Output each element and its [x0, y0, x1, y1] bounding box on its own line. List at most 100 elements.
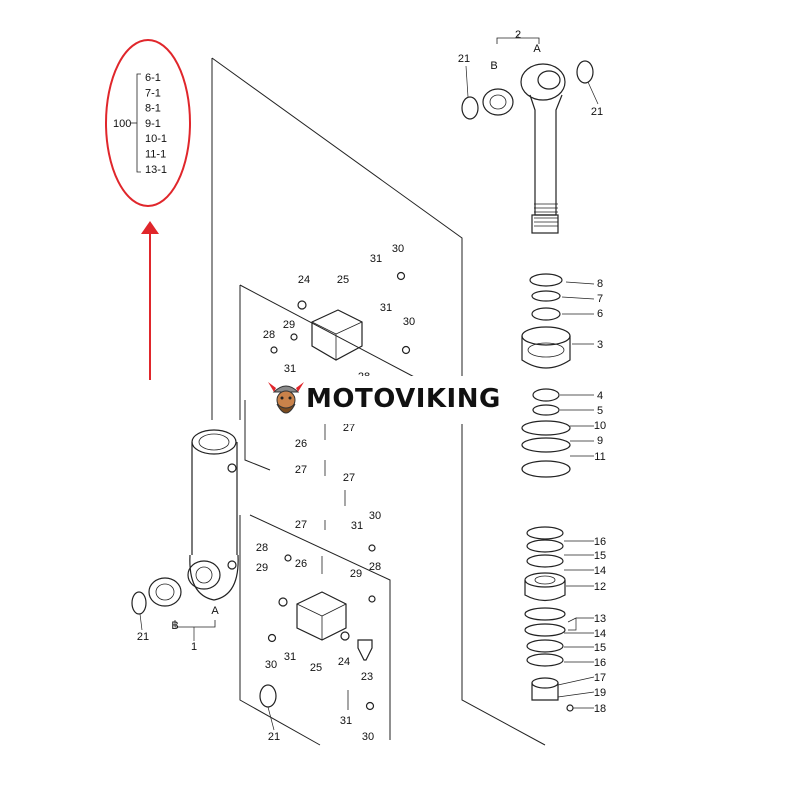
rod-eye-housing [520, 63, 566, 101]
part-callout: 21 [268, 731, 280, 743]
ring-7 [531, 290, 561, 302]
subframe-lower-right [249, 514, 391, 740]
seal-stack [521, 273, 577, 712]
part-callout: 7 [597, 293, 603, 305]
viking-mascot-icon [268, 382, 304, 414]
kit-item: 13-1 [145, 164, 167, 176]
ring-15-upper [526, 539, 564, 553]
lower-snap-ring-21 [259, 684, 277, 708]
kit-bracket [136, 73, 141, 173]
tube-port-upper [227, 463, 237, 473]
part-callout: A [533, 43, 541, 55]
part-callout: 29 [350, 568, 362, 580]
part-callout: 30 [403, 316, 415, 328]
kit-annotation: 100 6-17-18-19-110-111-113-1 [105, 39, 191, 380]
upper-screw-30-b [401, 345, 411, 355]
tube-top-bore [198, 433, 230, 451]
lower-block-body [296, 591, 347, 641]
tube-top [191, 429, 237, 455]
upper-block-body [311, 309, 363, 361]
kit-item: 11-1 [145, 149, 166, 161]
part-callout: 18 [594, 703, 606, 715]
ring-15-lower [526, 639, 564, 653]
part-callout: 16 [594, 657, 606, 669]
rod-thread [534, 203, 558, 227]
part-callout: 6 [597, 308, 603, 320]
part-callout: A [211, 605, 219, 617]
kit-code: 100 [113, 118, 131, 130]
leader-19 [557, 691, 595, 698]
part-callout: 21 [137, 631, 149, 643]
part-callout: 19 [594, 687, 606, 699]
part-callout: 30 [392, 243, 404, 255]
ring-13-a [524, 607, 566, 621]
upper-bolt-28 [270, 346, 278, 354]
lower-valve-block [259, 544, 376, 711]
callout-labels: 212BA21876345109111615141213141516171918… [137, 29, 606, 743]
lower-block-edge-b [321, 603, 347, 617]
rod-snap-ring-right [576, 60, 594, 84]
part-callout: 28 [369, 561, 381, 573]
part-callout: 14 [594, 565, 606, 577]
part-callout: 31 [370, 253, 382, 265]
part-callout: 11 [594, 451, 605, 463]
pins [321, 420, 349, 710]
part-callout: B [490, 60, 497, 72]
ring-11 [521, 460, 571, 478]
leader-7 [561, 296, 595, 300]
part-callout: 28 [256, 542, 268, 554]
rod-end [531, 214, 559, 234]
part-callout: 21 [458, 53, 470, 65]
part-callout: 3 [597, 339, 603, 351]
part-callout: 14 [594, 628, 606, 640]
lower-bolt-28-left [284, 554, 292, 562]
rod-shaft [529, 94, 563, 216]
assembly-frames [211, 57, 546, 746]
part-callout: 30 [369, 510, 381, 522]
rod-bushing-b-inner [489, 94, 507, 110]
watermark-banner [262, 376, 524, 424]
subframe-middle [244, 400, 271, 471]
kit-item: 9-1 [145, 118, 161, 130]
lower-plug-24-b [340, 631, 350, 641]
leader-lines [139, 65, 599, 731]
ring-6 [531, 307, 561, 321]
kit-item: 10-1 [145, 133, 167, 145]
part-callout: 26 [295, 438, 307, 450]
part-callout: 1 [191, 641, 197, 653]
upper-screw-30-a [396, 271, 406, 281]
kit-highlight-ellipse [105, 39, 191, 207]
cylinder-tube [131, 429, 239, 641]
kit-item: 8-1 [145, 103, 161, 115]
part-callout: 26 [295, 558, 307, 570]
lower-screw-30 [267, 633, 277, 643]
tube-eye-boss [187, 560, 221, 590]
ring-16-upper [526, 526, 564, 540]
tube-eye [189, 554, 239, 601]
frame-line-right [211, 57, 546, 746]
ring-10 [521, 420, 571, 436]
piston-body [524, 580, 566, 602]
kit-arrow-head [141, 221, 159, 234]
part-callout: 27 [343, 472, 355, 484]
leader-21-top-right [587, 81, 599, 105]
part-callout: 29 [283, 319, 295, 331]
rod-eye-bore [537, 70, 561, 90]
part-callout: 15 [594, 550, 606, 562]
watermark-brand-text: MOTOVIKING [306, 384, 501, 414]
lower-block-edge-a [296, 603, 323, 617]
ring-14-upper [526, 554, 564, 568]
part-callout: 31 [351, 520, 363, 532]
upper-block-edge-a [311, 321, 337, 335]
part-callout: 30 [362, 731, 374, 743]
part-callout: 9 [597, 435, 603, 447]
piston-top [524, 572, 566, 588]
seal-5 [532, 404, 560, 416]
part-callout: 27 [295, 464, 307, 476]
part-callout: 31 [340, 715, 352, 727]
part-callout: 27 [295, 519, 307, 531]
part-callout: 29 [256, 562, 268, 574]
ring-8 [529, 273, 563, 287]
part-callout: 25 [337, 274, 349, 286]
